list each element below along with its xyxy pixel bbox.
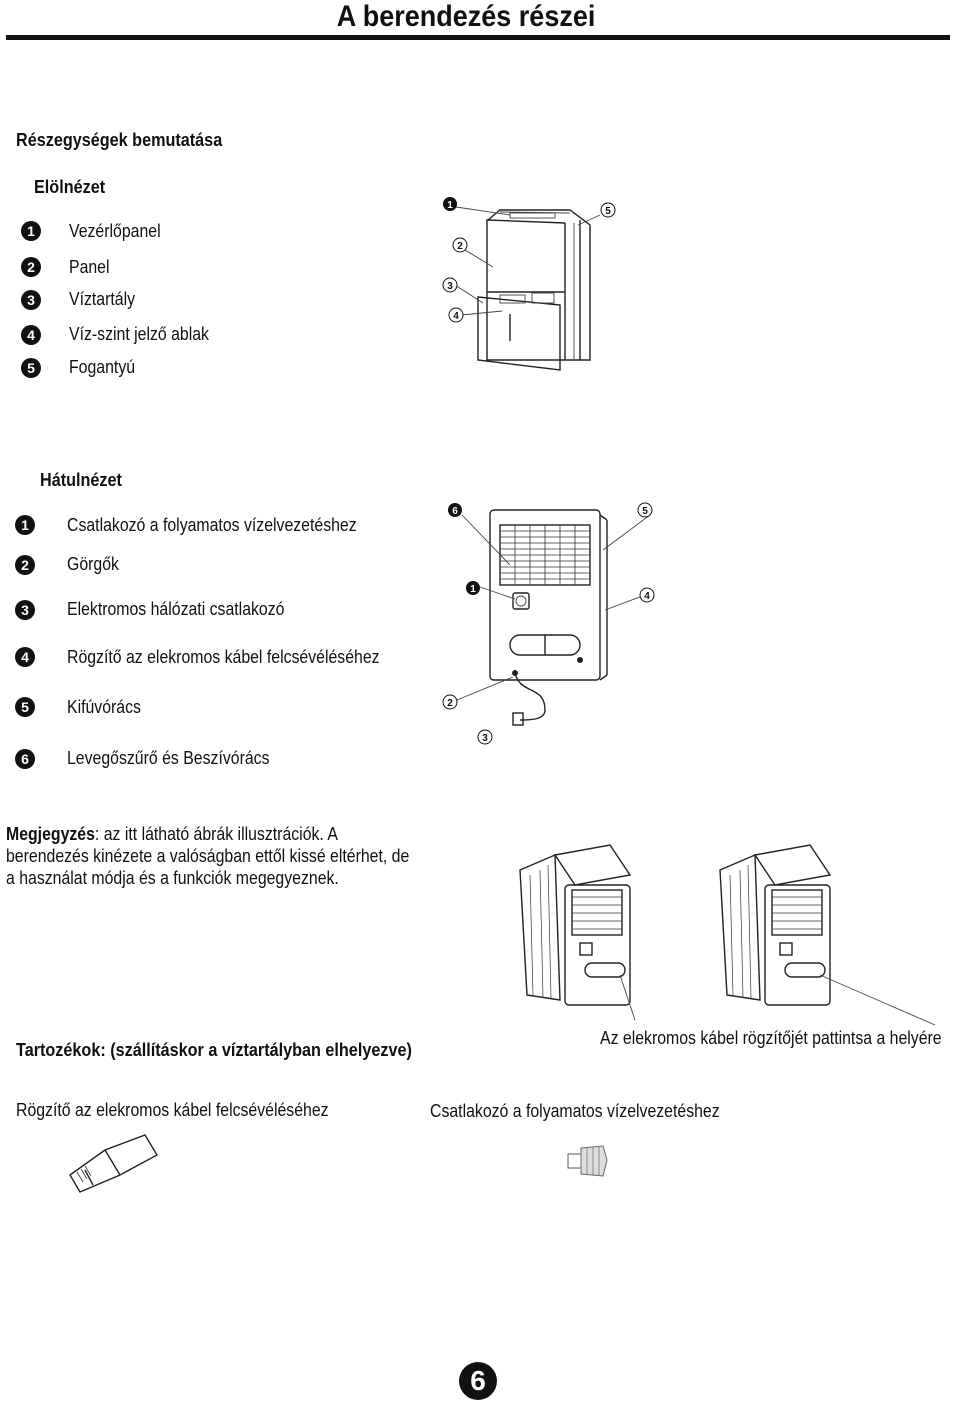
back-callout-1 xyxy=(466,581,480,595)
back-num-5: 5 xyxy=(15,697,35,717)
front-view-heading: Elölnézet xyxy=(34,177,106,197)
back-view-heading: Hátulnézet xyxy=(40,470,122,490)
back-num-2: 2 xyxy=(15,555,35,575)
page-title: A berendezés részei xyxy=(336,0,595,33)
page-number-badge: 6 xyxy=(459,1362,497,1400)
front-item-water-tank: Víztartály xyxy=(69,289,136,309)
front-callout-3 xyxy=(442,277,458,293)
back-item-casters: Görgők xyxy=(67,554,119,574)
back-callout-4-label: 4 xyxy=(644,591,650,602)
front-callout-3-label: 3 xyxy=(447,281,453,292)
front-num-4: 4 xyxy=(21,325,41,345)
front-num-1: 1 xyxy=(21,221,41,241)
back-callout-6-label: 6 xyxy=(452,506,458,517)
back-callout-6 xyxy=(448,503,462,517)
front-num-2: 2 xyxy=(21,257,41,277)
back-callout-5-label: 5 xyxy=(642,506,648,517)
front-item-control-panel: Vezérlőpanel xyxy=(69,221,161,241)
front-view-illustration: 1 2 3 4 5 xyxy=(442,197,616,371)
back-view-illustration: 6 5 1 4 2 3 xyxy=(442,502,655,745)
front-item-handle: Fogantyú xyxy=(69,357,136,377)
front-callout-1-label: 1 xyxy=(447,200,453,211)
front-callout-5-label: 5 xyxy=(605,206,611,217)
back-callout-2-label: 2 xyxy=(447,698,453,709)
cord-clip-caption: Az elekromos kábel rögzítőjét pattintsa … xyxy=(600,1028,942,1048)
back-num-6: 6 xyxy=(15,749,35,769)
front-num-3: 3 xyxy=(21,290,41,310)
back-item-air-outlet-grille: Kifúvórács xyxy=(67,697,141,717)
section-heading: Részegységek bemutatása xyxy=(16,130,223,150)
accessory-cord-clip-label: Rögzítő az elekromos kábel felcsévéléséh… xyxy=(16,1100,329,1120)
back-callout-3-label: 3 xyxy=(482,733,488,744)
note-paragraph: Megjegyzés: az itt látható ábrák illuszt… xyxy=(6,823,420,889)
front-item-panel: Panel xyxy=(69,257,110,277)
front-callout-2 xyxy=(452,237,468,253)
note-label: Megjegyzés xyxy=(6,824,95,844)
accessory-drain-connector-label: Csatlakozó a folyamatos vízelvezetéshez xyxy=(430,1101,720,1121)
title-rule xyxy=(6,35,950,40)
front-callout-2-label: 2 xyxy=(457,241,463,252)
front-callout-5 xyxy=(600,202,616,218)
front-callout-1 xyxy=(443,197,457,211)
cord-clip-illustration xyxy=(519,844,936,1026)
back-callout-4 xyxy=(639,587,655,603)
back-callout-2 xyxy=(442,694,458,710)
back-num-1: 1 xyxy=(15,515,35,535)
back-callout-3 xyxy=(477,729,493,745)
front-callout-4-label: 4 xyxy=(453,311,459,322)
drain-connector-part-icon xyxy=(567,1145,608,1177)
back-item-drain-connector: Csatlakozó a folyamatos vízelvezetéshez xyxy=(67,515,357,535)
accessories-heading: Tartozékok: (szállításkor a víztartályba… xyxy=(16,1040,412,1060)
back-callout-1-label: 1 xyxy=(470,584,476,595)
front-num-5: 5 xyxy=(21,358,41,378)
note-text: : az itt látható ábrák illusztrációk. A … xyxy=(6,824,410,888)
back-item-air-filter-intake: Levegőszűrő és Beszívórács xyxy=(67,748,270,768)
back-callout-5 xyxy=(637,502,653,518)
front-item-water-level-window: Víz-szint jelző ablak xyxy=(69,324,209,344)
cord-clip-part-icon xyxy=(69,1134,158,1193)
back-item-cord-wrap: Rögzítő az elekromos kábel felcsévéléséh… xyxy=(67,647,380,667)
front-callout-4 xyxy=(448,307,464,323)
back-num-3: 3 xyxy=(15,600,35,620)
back-num-4: 4 xyxy=(15,647,35,667)
back-item-power-plug: Elektromos hálózati csatlakozó xyxy=(67,599,285,619)
